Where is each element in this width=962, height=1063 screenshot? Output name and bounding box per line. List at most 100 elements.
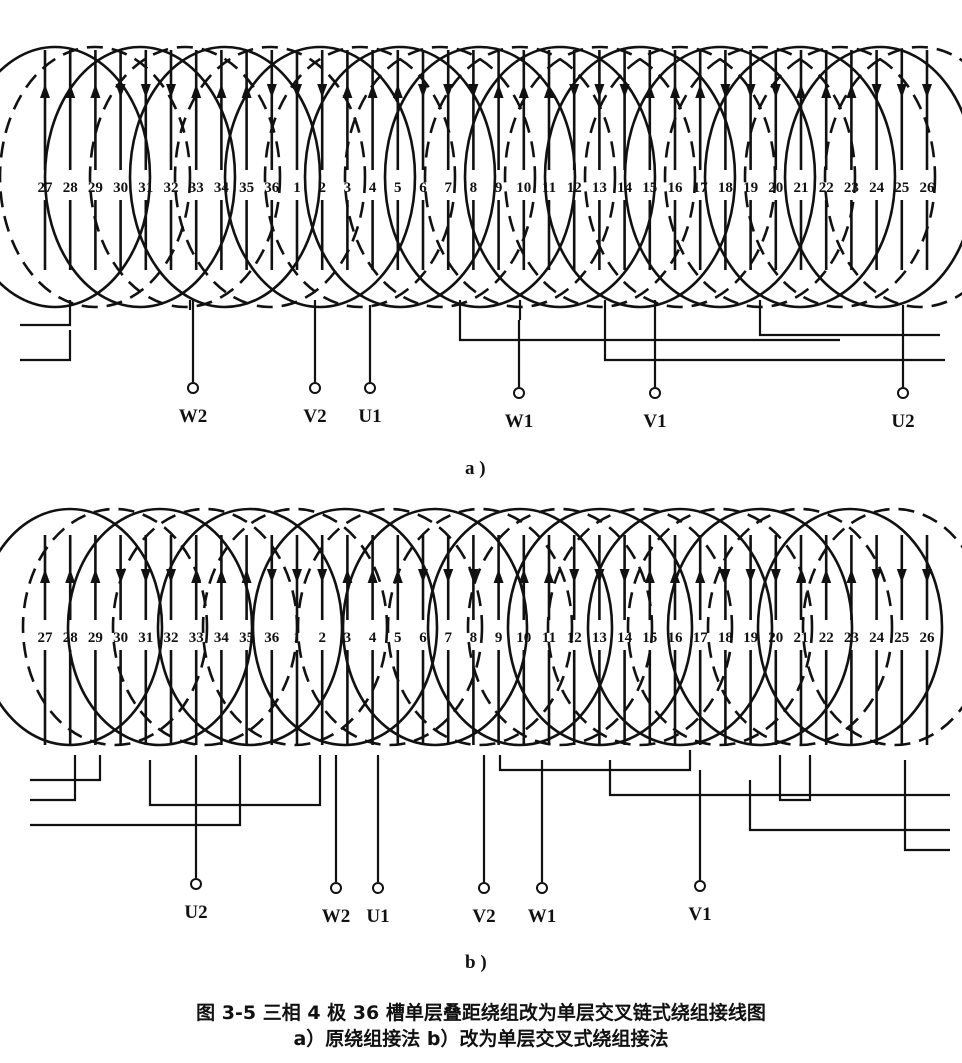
terminal-icon <box>897 387 909 399</box>
coil-outline <box>0 45 152 309</box>
terminal-icon <box>536 882 548 894</box>
figure-caption-title: 图 3-5 三相 4 极 36 槽单层叠距绕组改为单层交叉链式绕组接线图 <box>196 1002 766 1024</box>
connection-wire <box>778 755 812 802</box>
coil-outline <box>0 45 192 309</box>
terminal-icon <box>649 387 661 399</box>
down-arrow-icon <box>292 84 302 98</box>
slot-number: 18 <box>718 630 733 646</box>
down-arrow-icon <box>443 569 454 583</box>
down-arrow-icon <box>166 569 176 583</box>
coil-outline <box>88 45 282 309</box>
down-arrow-icon <box>720 84 731 98</box>
up-arrow-icon <box>644 569 655 583</box>
coil-outline <box>583 45 777 309</box>
down-arrow-icon <box>896 84 907 98</box>
connection-wire <box>30 755 77 802</box>
down-arrow-icon <box>569 84 580 98</box>
slot-number: 13 <box>592 180 607 196</box>
coil-outline <box>303 45 497 309</box>
slot-number: 25 <box>894 180 909 196</box>
up-arrow-icon <box>493 569 504 583</box>
slot-number: 19 <box>743 630 758 646</box>
coil-outline <box>503 45 697 309</box>
slot-number: 1 <box>293 630 301 646</box>
terminal-label: U1 <box>366 906 389 927</box>
connection-wire <box>30 755 102 782</box>
slot-number: 9 <box>495 630 503 646</box>
down-arrow-icon <box>871 569 882 583</box>
coil-outline <box>703 45 897 309</box>
connection-wire <box>148 755 322 807</box>
up-arrow-icon <box>65 569 76 583</box>
connection-wire <box>603 300 945 362</box>
up-arrow-icon <box>518 84 529 98</box>
terminal-icon <box>330 882 342 894</box>
slot-number: 31 <box>138 180 153 196</box>
up-arrow-icon <box>191 84 202 98</box>
up-arrow-icon <box>821 569 832 583</box>
slot-number: 36 <box>264 630 280 646</box>
terminal-label: U2 <box>891 411 914 432</box>
up-arrow-icon <box>392 84 403 98</box>
up-arrow-icon <box>40 84 50 98</box>
up-arrow-icon <box>695 84 706 98</box>
up-arrow-icon <box>493 84 504 98</box>
slot-number: 22 <box>819 180 834 196</box>
diagram-a-sublabel: a ) <box>465 458 486 479</box>
slot-number: 28 <box>63 180 78 196</box>
up-arrow-icon <box>342 569 353 583</box>
coil-outline <box>756 507 944 747</box>
coil-outline <box>586 507 774 747</box>
down-arrow-icon <box>896 569 907 583</box>
down-arrow-icon <box>745 569 756 583</box>
slot-number: 30 <box>113 180 128 196</box>
slot-number: 34 <box>214 180 230 196</box>
coil-outline <box>743 45 937 309</box>
slot-number: 8 <box>470 630 478 646</box>
slot-number: 15 <box>642 630 657 646</box>
slot-number: 7 <box>444 180 452 196</box>
terminal-icon <box>190 878 202 890</box>
slot-number: 1 <box>293 180 301 196</box>
up-arrow-icon <box>821 84 832 98</box>
slot-number: 33 <box>189 630 204 646</box>
slot-number: 24 <box>869 630 885 646</box>
slot-number: 4 <box>369 630 377 646</box>
down-arrow-icon <box>619 84 630 98</box>
slot-number: 6 <box>419 180 427 196</box>
down-arrow-icon <box>770 569 781 583</box>
coil-outline <box>343 45 537 309</box>
up-arrow-icon <box>518 569 529 583</box>
slot-number: 17 <box>693 630 709 646</box>
slot-number: 35 <box>239 630 254 646</box>
down-arrow-icon <box>720 569 731 583</box>
slot-number: 12 <box>567 630 582 646</box>
connection-wire <box>748 780 950 832</box>
slot-number: 7 <box>444 630 452 646</box>
slot-number: 3 <box>344 630 352 646</box>
terminal-icon <box>478 882 490 894</box>
terminal-icon <box>187 382 199 394</box>
slot-number: 16 <box>668 180 684 196</box>
slot-number: 17 <box>693 180 709 196</box>
up-arrow-icon <box>216 84 227 98</box>
coil-outline <box>128 45 322 309</box>
connection-wire <box>903 760 950 852</box>
down-arrow-icon <box>317 84 328 98</box>
coil-outline <box>546 507 734 747</box>
up-arrow-icon <box>241 84 252 98</box>
slot-number: 36 <box>264 180 280 196</box>
up-arrow-icon <box>342 84 353 98</box>
slot-number: 35 <box>239 180 254 196</box>
coil-outline <box>783 45 962 309</box>
terminal-icon <box>309 382 321 394</box>
slot-number: 19 <box>743 180 758 196</box>
terminal-label: V2 <box>303 406 326 427</box>
terminal-label: W2 <box>322 906 351 927</box>
slot-number: 16 <box>668 630 684 646</box>
down-arrow-icon <box>266 84 277 98</box>
coil-outline <box>223 45 417 309</box>
up-arrow-icon <box>65 84 76 98</box>
